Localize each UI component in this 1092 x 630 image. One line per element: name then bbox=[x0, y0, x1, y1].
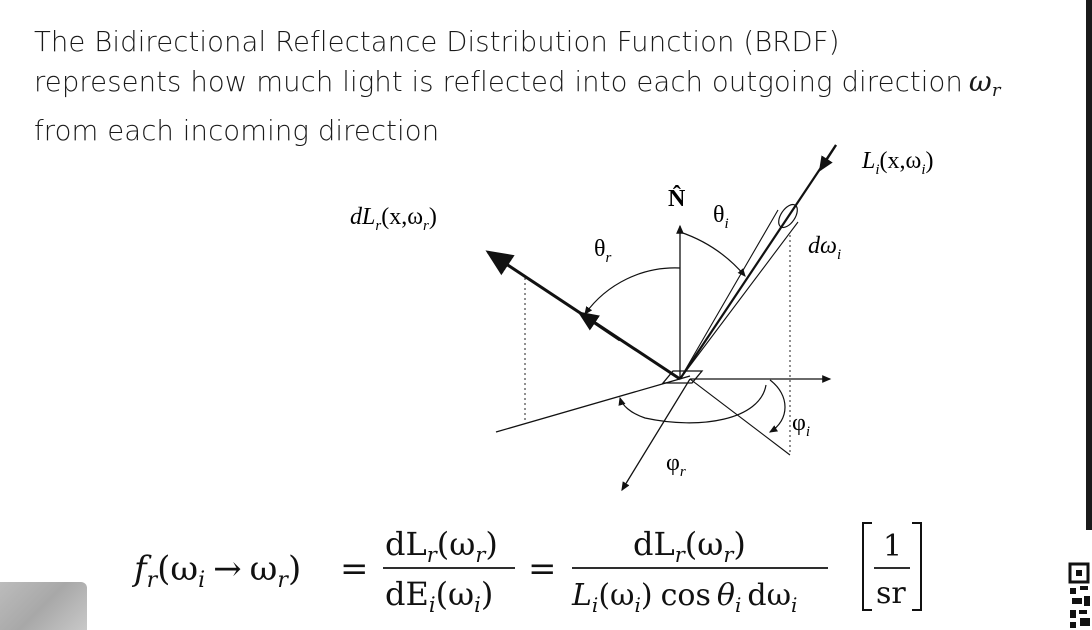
label-outgoing-radiance: dLr(x,ωr) bbox=[350, 204, 437, 234]
label-theta-i: θi bbox=[713, 202, 729, 232]
phi-r-arc bbox=[618, 384, 767, 424]
webcam-thumbnail bbox=[0, 582, 87, 630]
slide-heading: The Bidirectional Reflectance Distributi… bbox=[34, 22, 1064, 151]
unit-bracket-right bbox=[912, 522, 922, 611]
cone-edge-2 bbox=[679, 221, 799, 380]
formula-equals-2: = bbox=[528, 549, 557, 589]
theta-r-arc bbox=[584, 267, 681, 315]
label-normal: N̂ bbox=[668, 185, 686, 212]
unit-bracket-left bbox=[862, 522, 872, 611]
label-incoming-radiance: Li(x,ωi) bbox=[861, 148, 934, 178]
qr-code-icon bbox=[1068, 560, 1092, 630]
right-edge-bar bbox=[1086, 0, 1092, 530]
omega-symbol: ω bbox=[968, 65, 992, 98]
cone-cap bbox=[778, 203, 798, 229]
omega-subscript: r bbox=[991, 80, 1001, 101]
label-theta-r: θr bbox=[594, 236, 612, 266]
heading-line-3: from each incoming direction bbox=[34, 115, 440, 147]
label-phi-i: φi bbox=[792, 410, 810, 440]
formula-equals-1: = bbox=[340, 549, 369, 589]
surface-axis-y bbox=[621, 378, 691, 492]
incoming-ray-arrow bbox=[818, 144, 837, 172]
unit-denominator: sr bbox=[876, 576, 906, 611]
label-solid-angle: dωi bbox=[808, 233, 841, 263]
formula-lhs: fr(ωi→ωr) bbox=[131, 549, 301, 593]
heading-line-2: represents how much light is reflected i… bbox=[34, 62, 1064, 111]
fraction-1-denominator: dEi(ωi) bbox=[385, 575, 493, 617]
phi-i-arc bbox=[768, 379, 786, 433]
heading-line-1: The Bidirectional Reflectance Distributi… bbox=[34, 26, 840, 58]
surface-patch bbox=[661, 370, 704, 384]
omega-r-symbol: ωr bbox=[968, 65, 1001, 101]
incoming-ray bbox=[679, 144, 837, 380]
cone-edge-1 bbox=[679, 209, 779, 380]
surface-axis-incoming-projection bbox=[689, 378, 791, 456]
theta-i-arc bbox=[679, 231, 746, 277]
unit-numerator: 1 bbox=[883, 529, 902, 564]
fraction-1-numerator: dLr(ωr) bbox=[385, 525, 498, 567]
heading-line-2-text: represents how much light is reflected i… bbox=[34, 66, 963, 98]
fraction-2-numerator: dLr(ωr) bbox=[633, 525, 746, 567]
label-phi-r: φr bbox=[666, 450, 686, 480]
surface-axis-x bbox=[495, 375, 691, 433]
outgoing-ray-midarrow bbox=[577, 311, 621, 342]
